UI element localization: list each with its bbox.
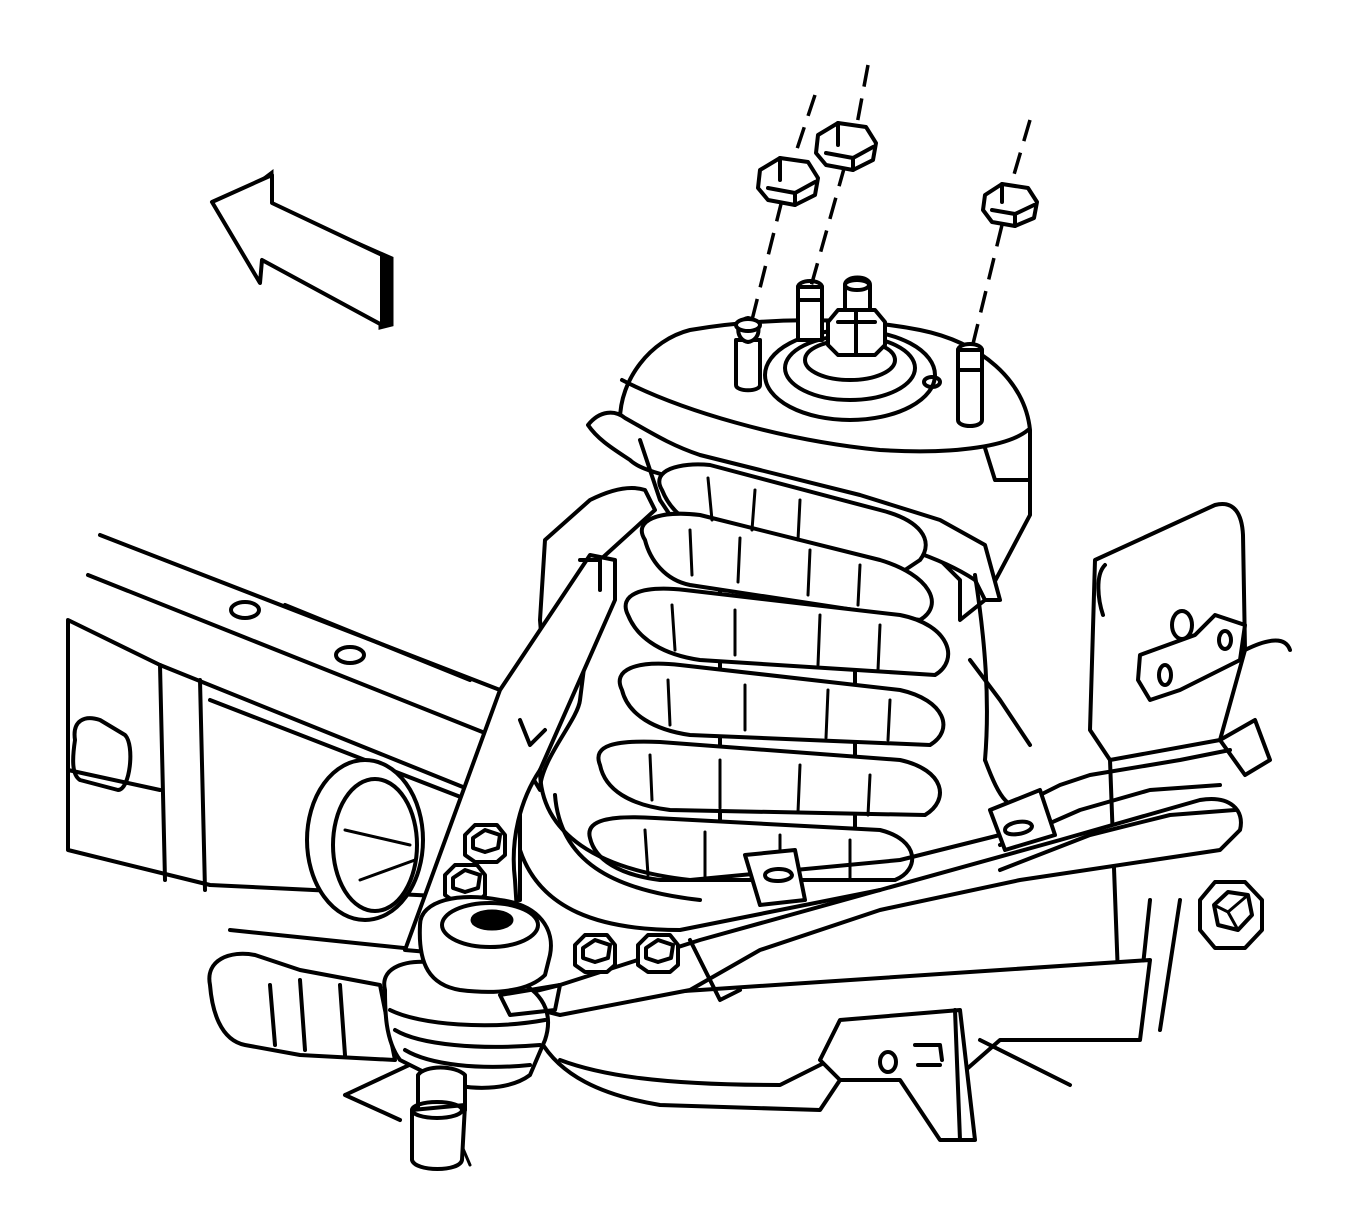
alignment-lines (750, 64, 1032, 349)
bolt (443, 823, 680, 974)
mounting-stud (734, 279, 984, 428)
ball-joint (207, 895, 562, 1171)
bolt (1198, 880, 1264, 950)
coil-spring (587, 462, 951, 882)
bracket (1088, 502, 1292, 1042)
upper-control-arm (403, 486, 1243, 1017)
frame-rail (66, 533, 522, 1167)
direction-arrow (210, 168, 394, 330)
mounting-nut (756, 121, 1039, 228)
lower-control-arm (538, 958, 1152, 1142)
